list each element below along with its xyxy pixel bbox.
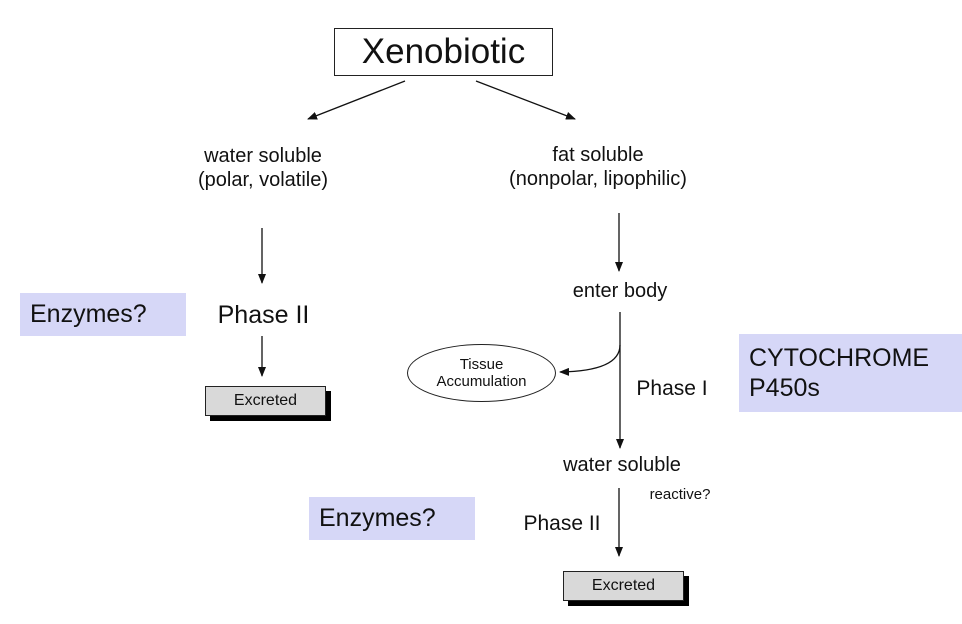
reactive-label: reactive? [649,486,711,503]
enter-body-label: enter body [572,280,668,302]
excreted-label-right: Excreted [591,577,656,594]
excreted-box-left: Excreted [205,386,326,416]
tissue-line2: Accumulation [436,373,527,390]
enzymes-highlight-right: Enzymes? [309,497,475,540]
enzymes-label-right: Enzymes? [319,504,436,532]
cytochrome-highlight: CYTOCHROME P450s [739,334,962,412]
fat-soluble-line2: (nonpolar, lipophilic) [509,167,687,190]
cytochrome-line1: CYTOCHROME [749,344,930,372]
enzymes-label-left: Enzymes? [30,300,147,328]
excreted-box-right: Excreted [563,571,684,601]
tissue-line1: Tissue [459,355,504,373]
phase-i-label: Phase I [636,377,708,400]
arrow-to-water-soluble [307,80,406,120]
cytochrome-line2: P450s [749,374,820,402]
tissue-accumulation-ellipse: Tissue Accumulation [407,344,556,402]
water-soluble-line1: water soluble [204,145,322,167]
water-soluble-right-label: water soluble [563,454,681,476]
excreted-label-left: Excreted [233,392,298,409]
phase-ii-left: Phase II [217,301,310,329]
arrow-to-tissue [559,344,621,376]
enzymes-highlight-left: Enzymes? [20,293,186,336]
arrow-to-fat-soluble [475,80,576,120]
phase-ii-right: Phase II [523,512,601,535]
water-soluble-label: water soluble (polar, volatile) [171,145,355,192]
xenobiotic-box: Xenobiotic [334,28,553,76]
cytochrome-text: CYTOCHROME P450s [749,343,929,403]
fat-soluble-line1: fat soluble [552,144,644,166]
xenobiotic-title: Xenobiotic [361,32,526,71]
fat-soluble-label: fat soluble (nonpolar, lipophilic) [483,144,713,191]
water-soluble-line2: (polar, volatile) [197,168,329,191]
